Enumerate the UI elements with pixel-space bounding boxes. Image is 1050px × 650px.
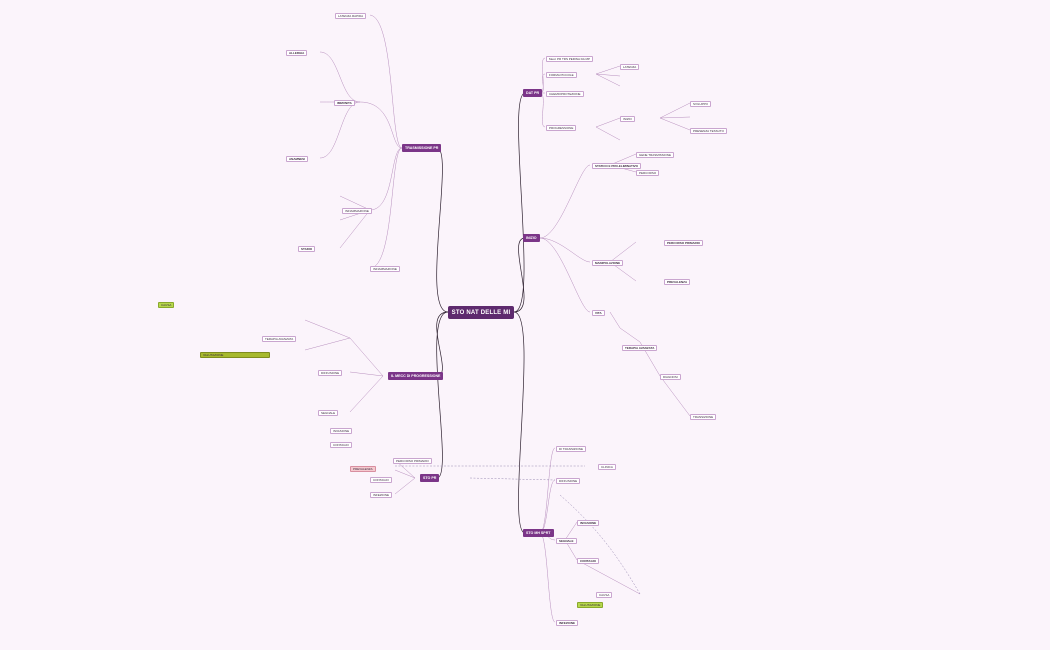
topic-inizio[interactable]: INIZIO bbox=[523, 234, 540, 242]
node[interactable]: CONTAGIO bbox=[330, 442, 352, 448]
node[interactable]: INVASIONE bbox=[577, 520, 600, 526]
node[interactable]: INFIAMMAZIONE bbox=[342, 208, 372, 214]
node[interactable]: LATENZA bbox=[620, 64, 640, 70]
node[interactable]: DIFFUSIONE bbox=[318, 370, 343, 376]
node[interactable]: SEGNALE bbox=[556, 538, 577, 544]
node[interactable]: TRANSIZIONE bbox=[690, 414, 717, 420]
node[interactable]: PREVALENZA bbox=[350, 466, 376, 472]
node[interactable]: CLINICA bbox=[598, 464, 616, 470]
node[interactable]: TERAPIA AVANZATA bbox=[622, 345, 658, 351]
node[interactable]: GENE TRASMISSIONE bbox=[636, 152, 674, 158]
node[interactable]: SEGNALE bbox=[318, 410, 339, 416]
node[interactable]: DIFFUSIONE bbox=[556, 478, 581, 484]
node[interactable]: PERCORSO PRIMARIO bbox=[664, 240, 704, 246]
node[interactable]: PRESENZA TESSUTO bbox=[690, 128, 727, 134]
node[interactable]: TERAPIA AVANZATA bbox=[262, 336, 297, 342]
node[interactable]: CHEMIOPROTEZIONE bbox=[546, 91, 584, 97]
node[interactable]: PREVALENZA bbox=[664, 279, 691, 285]
node[interactable]: CONTAGIO bbox=[577, 558, 599, 564]
topic-trasmissione[interactable]: TRASMISSIONE PR bbox=[402, 144, 442, 152]
node[interactable]: INFEZIONE bbox=[370, 492, 393, 498]
node[interactable]: STADIO bbox=[298, 246, 316, 252]
topic-sto-pr[interactable]: STO PR bbox=[420, 474, 440, 482]
node[interactable]: INIZIO bbox=[620, 116, 635, 122]
topic-mecc[interactable]: IL MECC DI PROGRESSIONE bbox=[388, 372, 444, 380]
node[interactable]: ALLERGIA bbox=[286, 50, 308, 56]
node[interactable]: PERCORSO PRIMARIO bbox=[393, 458, 432, 464]
node[interactable]: IMMUNITA bbox=[334, 100, 355, 106]
topic-dat[interactable]: DAT PR bbox=[523, 89, 543, 97]
topic-sto[interactable]: STO MH SPRT bbox=[523, 529, 554, 537]
node[interactable]: INFEZIONE bbox=[556, 620, 579, 626]
node[interactable]: PERCORSO bbox=[636, 170, 660, 176]
node[interactable]: LATENZA RAPIDA bbox=[335, 13, 367, 19]
node[interactable]: INFIAMMAZIONE bbox=[370, 266, 400, 272]
node[interactable]: STATICO E PRO-ELIMINATIVO bbox=[592, 163, 641, 169]
node[interactable]: CAUSA bbox=[158, 302, 175, 308]
node[interactable]: VALUTAZIONE bbox=[577, 602, 604, 608]
node[interactable]: INVASIONE bbox=[330, 428, 353, 434]
node[interactable]: CONTAGIO bbox=[370, 477, 392, 483]
node[interactable]: SVILUPPO bbox=[690, 101, 712, 107]
node[interactable]: DIAGNOSI bbox=[660, 374, 681, 380]
node[interactable]: ANAMNESI bbox=[286, 156, 309, 162]
central-topic[interactable]: STO NAT DELLE MI bbox=[448, 306, 514, 319]
node[interactable]: PROGRESSIONE bbox=[546, 125, 577, 131]
node[interactable]: Mecc PR TRS PERINA DA MP bbox=[546, 56, 593, 62]
node[interactable]: MANIPOLAZIONE bbox=[592, 260, 624, 266]
node[interactable]: VALUTAZIONE bbox=[200, 352, 270, 358]
node[interactable]: VITA bbox=[592, 310, 605, 316]
node[interactable]: DI TRANSIZIONE bbox=[556, 446, 586, 452]
node[interactable]: FORMA PICCOLE bbox=[546, 72, 577, 78]
node[interactable]: CAUSA bbox=[596, 592, 613, 598]
